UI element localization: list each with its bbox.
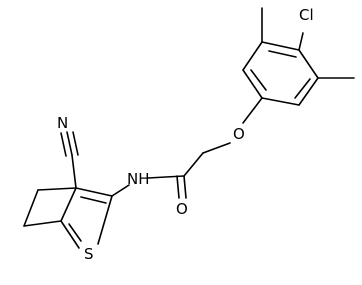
bond [294,78,311,99]
bond [183,152,204,177]
amide-nh-atom-label: NH [127,170,150,188]
bond [66,131,73,156]
bond [202,142,231,154]
bond [268,50,297,58]
bond [71,154,77,189]
bond [111,184,130,197]
bond [68,223,82,242]
carbonyl-oxygen-atom-label: O [176,200,188,218]
bond [147,175,185,179]
ether-oxygen-atom-label: O [233,125,245,143]
bond [183,175,187,199]
bond [37,187,77,191]
bond [298,32,304,51]
bond [75,187,113,197]
bond [60,220,80,249]
sulfur-atom-label: S [84,245,94,263]
bond [261,41,300,51]
chlorine-atom-label: Cl [299,6,314,24]
bond [60,132,67,157]
bond [23,220,62,227]
bond [97,195,113,245]
bond [298,49,319,79]
bond [242,41,263,71]
nitrile-nitrogen-atom-label: N [57,114,68,132]
bond [80,196,107,204]
atom-labels: Cl O O NH S N [57,6,314,263]
bond [60,187,77,222]
bond [242,69,263,99]
bond [298,77,319,106]
bond [176,175,180,199]
bond [72,131,79,156]
bond [250,69,267,91]
bond [242,97,263,124]
bond [261,97,300,106]
bonds [23,7,355,249]
bond [23,189,39,227]
